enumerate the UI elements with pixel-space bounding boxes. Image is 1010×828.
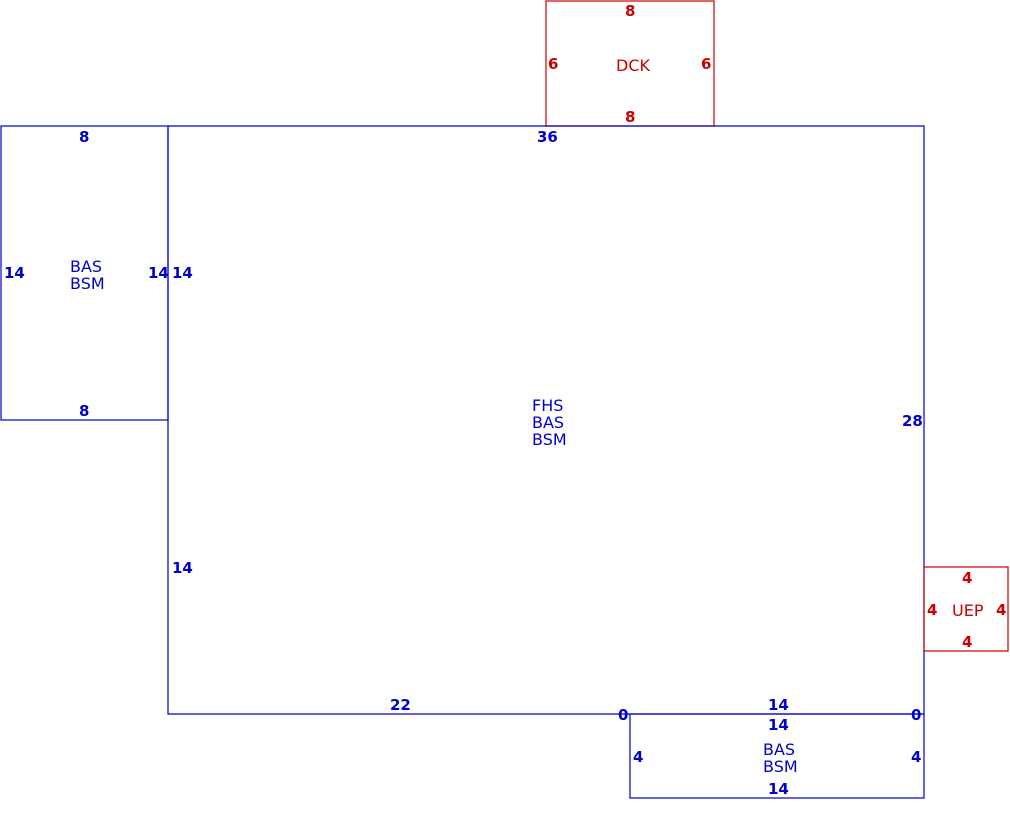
main-area: FHS BAS BSM 36 28 22 14 14: [167, 125, 925, 715]
main-dim-left-upper: 14: [172, 264, 193, 282]
left-wing-dim-bottom: 8: [79, 402, 89, 420]
main-dim-left-lower: 14: [172, 559, 193, 577]
bottom-wing-dim-right: 4: [911, 748, 921, 766]
main-dim-top: 36: [537, 128, 558, 146]
bottom-wing-dim-corner-left: 0: [618, 706, 628, 724]
bottom-wing-code-2: BSM: [763, 757, 798, 776]
porch-code: UEP: [952, 601, 984, 620]
bottom-wing-dim-left: 4: [633, 748, 643, 766]
deck-code: DCK: [616, 56, 650, 75]
main-code-2: BAS: [532, 413, 564, 432]
bottom-wing-area: BAS BSM 14 14 14 4 4 0 0: [618, 696, 925, 799]
left-wing-code-1: BAS: [70, 257, 102, 276]
deck-dim-left: 6: [548, 55, 558, 73]
porch-area: UEP 4 4 4 4: [923, 566, 1009, 652]
main-code-1: FHS: [532, 396, 563, 415]
porch-dim-right: 4: [996, 601, 1006, 619]
left-wing-dim-right: 14: [148, 264, 169, 282]
porch-outline: [923, 566, 1009, 652]
left-wing-code-2: BSM: [70, 274, 105, 293]
left-wing-dim-left: 14: [4, 264, 25, 282]
deck-area: DCK 8 8 6 6: [545, 0, 715, 127]
left-wing-area: BAS BSM 8 8 14 14: [0, 125, 169, 421]
main-code-3: BSM: [532, 430, 567, 449]
bottom-wing-dim-bottom: 14: [768, 780, 789, 798]
porch-dim-left: 4: [927, 601, 937, 619]
deck-dim-bottom: 8: [625, 108, 635, 126]
porch-dim-bottom: 4: [962, 633, 972, 651]
bottom-wing-outline: [629, 713, 925, 799]
bottom-wing-dim-corner-right: 0: [911, 706, 921, 724]
main-dim-right: 28: [902, 412, 923, 430]
bottom-wing-code-1: BAS: [763, 740, 795, 759]
deck-dim-right: 6: [701, 55, 711, 73]
deck-dim-top: 8: [625, 2, 635, 20]
bottom-wing-dim-top-outer: 14: [768, 696, 789, 714]
porch-dim-top: 4: [962, 569, 972, 587]
left-wing-dim-top: 8: [79, 128, 89, 146]
main-dim-bottom: 22: [390, 696, 411, 714]
bottom-wing-dim-top-inner: 14: [768, 716, 789, 734]
